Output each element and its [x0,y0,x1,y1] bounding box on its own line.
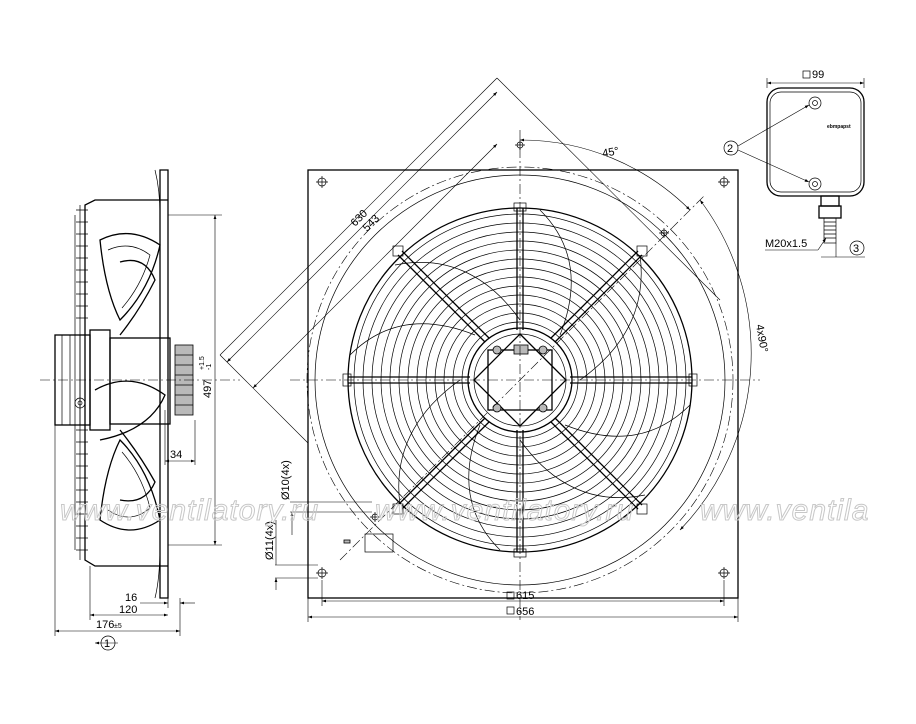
dim-615-text: 615 [516,590,534,602]
thread-text: M20x1.5 [765,238,807,250]
callout-2-text: 2 [727,143,733,155]
watermark-text-3: www.ventila [700,494,869,527]
callout-1-text: 1 [104,638,110,650]
watermark-text-2: www.ventilatory.ru [375,494,634,527]
dim-arc-4x90 [679,199,752,531]
side-guard-ribs [76,209,88,551]
dim-99-text: 99 [812,69,824,81]
terminal-box-view: ebmpapst 99 2 M20x1.5 3 [723,69,865,258]
side-view: 497 +1.5 -1 34 16 120 176 ±5 1 [40,169,240,651]
dim-656-text: 656 [516,606,534,618]
brand-label: ebmpapst [827,124,851,130]
dim-176-text: 176 [96,619,114,631]
callout-3-text: 3 [853,243,859,255]
callout-circle-2 [723,140,739,156]
dim-34-text: 34 [170,449,182,461]
dim-16-text: 16 [125,592,137,604]
rating-plate [364,533,394,553]
terminal-box-body [766,87,865,197]
angle-45-text: 45° [601,145,619,160]
impeller-blade-curves [349,209,691,551]
dim-497-text: 497 [202,380,214,398]
side-impeller-blades [94,232,166,531]
side-wall-plate [159,169,169,599]
dim-497-tol-lower: -1 [206,364,213,370]
watermark: www.ventilatory.ru www.ventilatory.ru ww… [60,494,869,528]
callout-circle-3 [849,240,865,256]
dim-line-543 [252,143,498,389]
angle-4x90-text: 4x90° [753,323,770,353]
front-view: 630 543 45° 4x90° Ø10(4x) Ø11(4x) 615 65… [219,77,770,622]
side-inlet-ring [84,199,168,567]
dim-arc-45 [519,138,691,211]
hole-11-text: Ø11(4x) [264,521,276,560]
hole-10-text: Ø10(4x) [280,460,292,500]
dim-120-text: 120 [119,604,137,616]
callout-circle-1 [100,635,116,651]
dim-497-tol-upper: +1.5 [199,356,206,370]
dim-176-tol: ±5 [114,623,122,630]
watermark-text-1: www.ventilatory.ru [60,494,319,527]
